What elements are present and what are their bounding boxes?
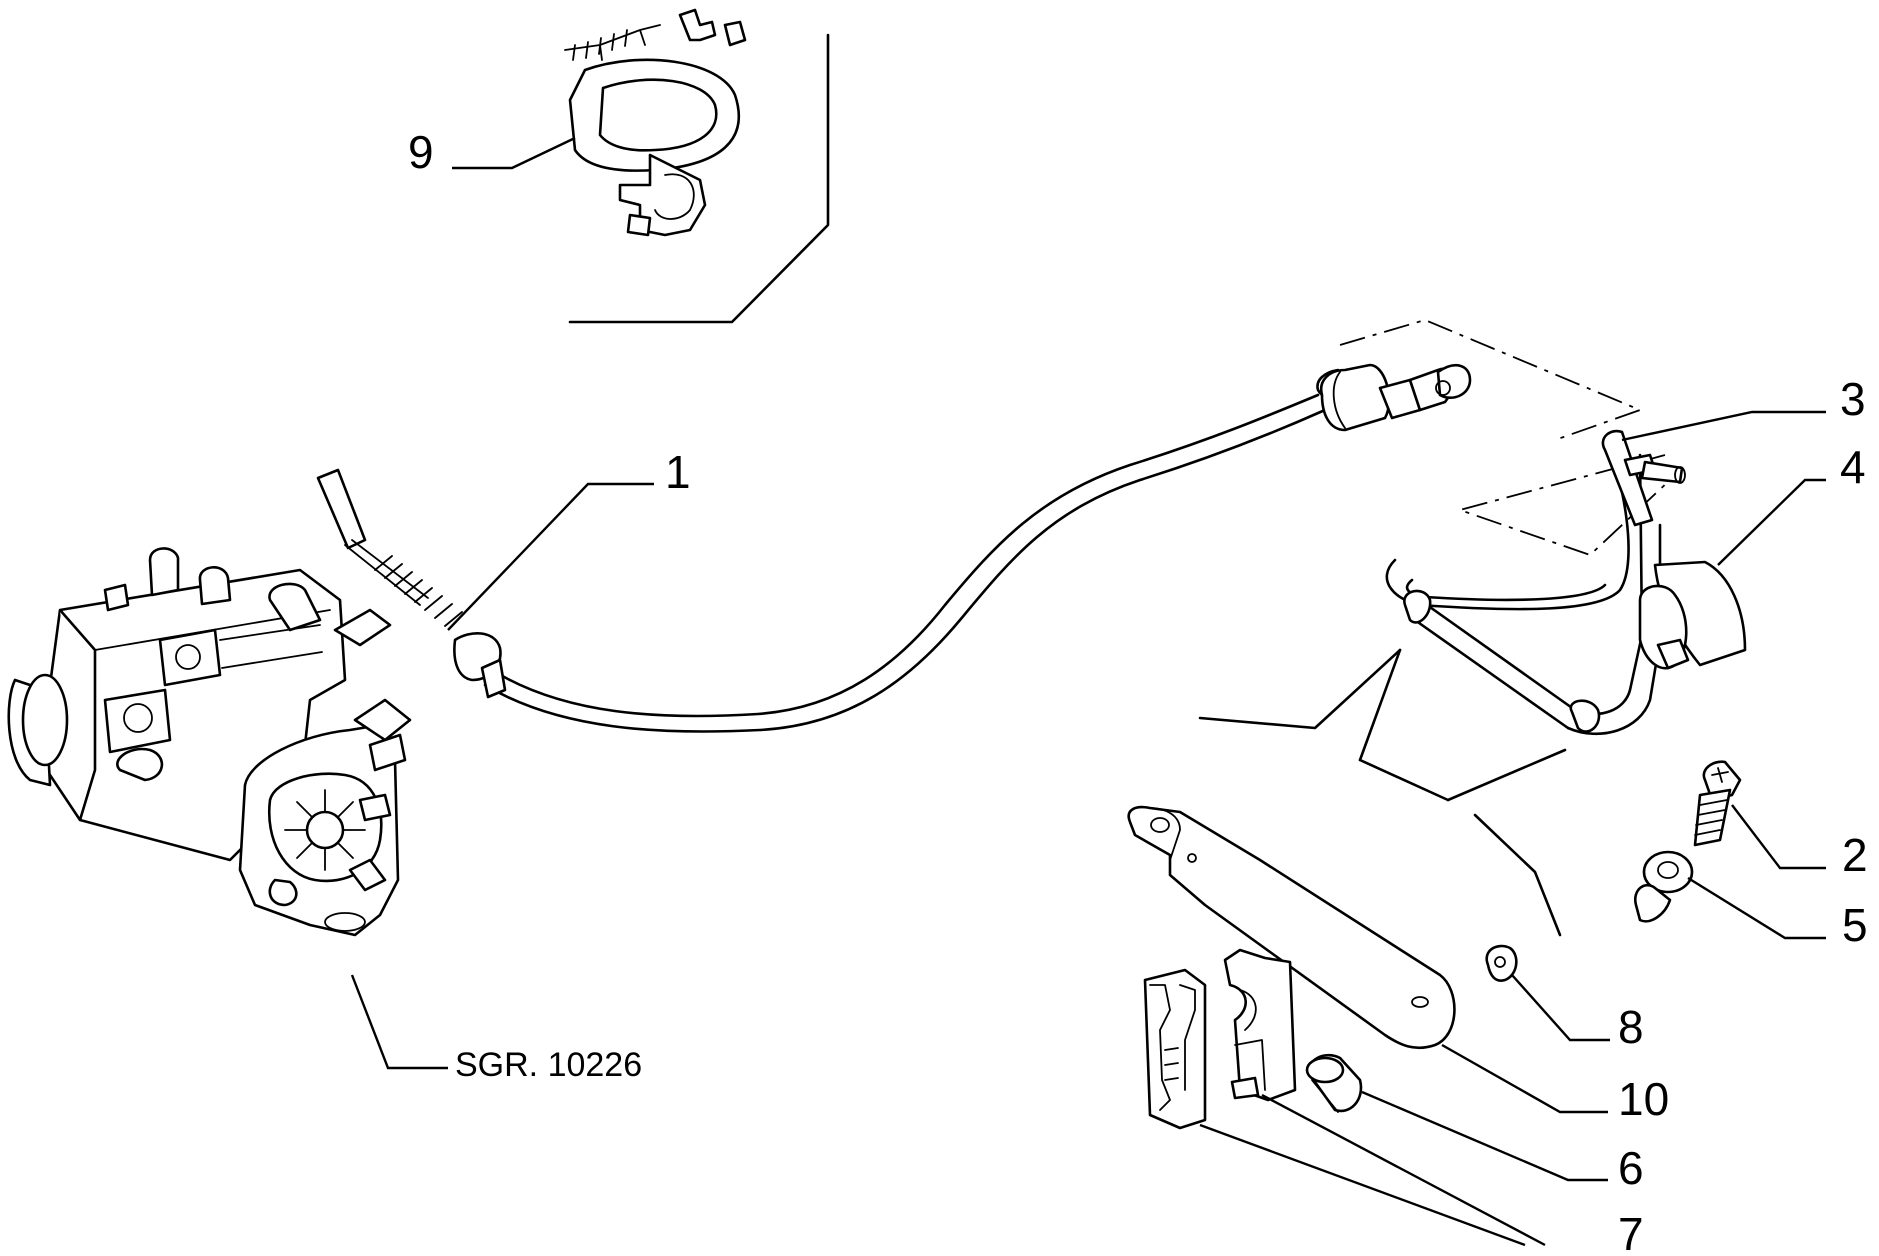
bracket-mount-leaders	[1198, 648, 1567, 937]
callout-9: 9	[408, 126, 434, 178]
callout-2: 2	[1842, 829, 1868, 881]
callout-1: 1	[665, 446, 691, 498]
part-9-cable-clip	[564, 8, 747, 237]
callout-leaders	[350, 136, 1826, 1247]
part-8-nut	[1485, 944, 1518, 982]
callout-3: 3	[1840, 373, 1866, 425]
callout-labels: 1 3 4 2 5 8 10 6 7 9 SGR. 10226	[408, 126, 1868, 1256]
reference-label: SGR. 10226	[455, 1046, 642, 1084]
callout-8: 8	[1618, 1001, 1644, 1053]
part-9-frame-lines	[568, 33, 830, 324]
part-10-flat-arm	[1127, 805, 1456, 1050]
callout-7: 7	[1618, 1208, 1644, 1256]
mounting-plane-indicators	[1339, 319, 1671, 557]
part-6-pin	[1305, 1053, 1363, 1113]
part-1-accelerator-cable	[316, 363, 1472, 733]
callout-6: 6	[1618, 1142, 1644, 1194]
part-2-screw	[1693, 760, 1742, 847]
part-5-bushing	[1633, 850, 1694, 923]
callout-5: 5	[1842, 899, 1868, 951]
part-7-clamp-halves	[1143, 948, 1297, 1130]
injection-pump-assembly	[7, 547, 412, 937]
callout-4: 4	[1840, 441, 1866, 493]
callout-10: 10	[1618, 1073, 1669, 1125]
linkage-bracket-assembly	[1385, 429, 1747, 736]
